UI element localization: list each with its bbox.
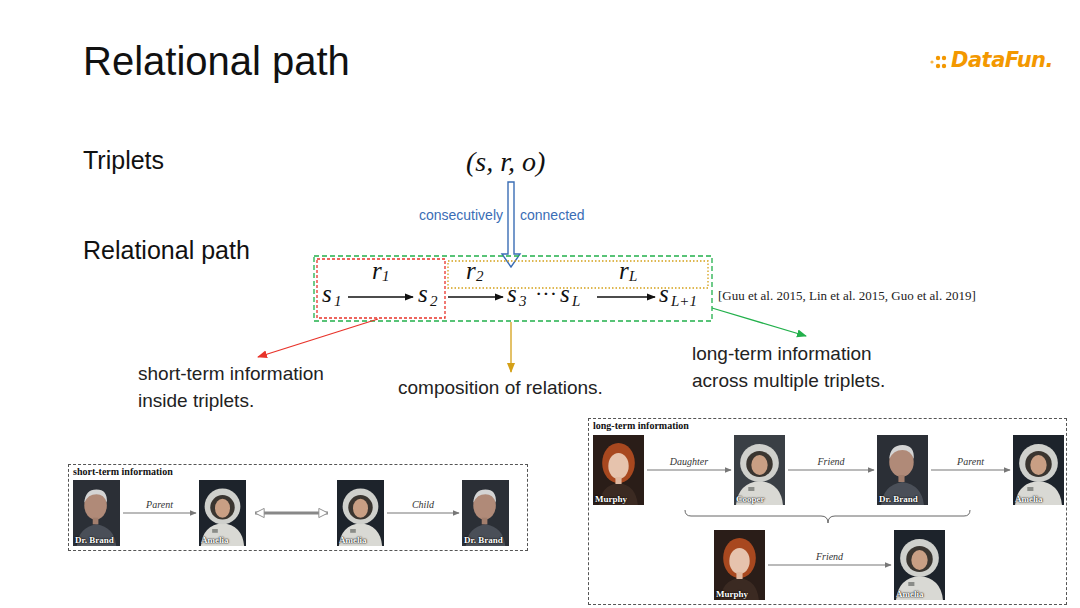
math-symbol: s	[507, 280, 517, 309]
math-symbol: s	[322, 280, 332, 309]
math-subscript: L	[629, 268, 637, 285]
math-subscript: 2	[476, 268, 484, 285]
math-ellipsis: ···	[535, 281, 557, 306]
leader-line	[712, 308, 806, 336]
person-name: Dr. Brand	[879, 494, 918, 504]
arrow-label: consecutively	[419, 207, 503, 223]
person-name: Dr. Brand	[75, 535, 114, 545]
chain-arrow	[348, 296, 413, 297]
math-symbol: r	[372, 257, 382, 286]
math-symbol: s	[659, 280, 669, 309]
math-subscript: 1	[334, 293, 342, 310]
math-subscript: L+1	[671, 293, 697, 310]
math-subscript: 2	[430, 293, 438, 310]
relation-label: Child	[411, 499, 435, 510]
person-photo: Amelia	[894, 530, 945, 600]
relation-arrow	[387, 512, 459, 513]
relation-label: Parent	[145, 499, 174, 510]
hollow-arrow	[502, 182, 520, 267]
math-symbol: s	[418, 280, 428, 309]
row-heading: Triplets	[83, 146, 164, 175]
math-subscript: L	[572, 293, 580, 310]
math-subscript: 3	[519, 293, 527, 310]
person-name: Dr. Brand	[464, 535, 503, 545]
person-name: Amelia	[339, 535, 367, 545]
person-photo: Dr. Brand	[462, 480, 509, 546]
relation-label: Parent	[956, 456, 985, 467]
row-heading: Relational path	[83, 236, 250, 265]
person-photo: Dr. Brand	[877, 435, 928, 505]
group-heading: long-term information	[593, 420, 689, 431]
annotation: composition of relations.	[398, 375, 603, 402]
chain-arrow	[597, 296, 655, 297]
math-subscript: 1	[382, 268, 390, 285]
logo-icon	[930, 56, 946, 68]
person-name: Amelia	[1015, 494, 1043, 504]
green-dashed-box	[314, 256, 712, 321]
relation-arrow	[768, 564, 891, 565]
orange-dotted-box	[448, 261, 708, 288]
relation-arrow	[647, 469, 731, 470]
group-heading: short-term information	[73, 466, 173, 477]
equivalence-arrow	[255, 512, 328, 515]
person-name: Cooper	[736, 494, 765, 504]
math-formula: (s, r, o)	[466, 146, 545, 178]
person-name: Murphy	[716, 589, 748, 599]
relation-arrow	[931, 469, 1010, 470]
math-symbol: r	[619, 257, 629, 286]
relation-label: Friend	[815, 551, 844, 562]
relation-label: Daughter	[669, 456, 709, 467]
person-photo: Amelia	[1013, 435, 1064, 505]
leader-line	[258, 319, 378, 357]
person-photo: Murphy	[593, 435, 644, 505]
relation-label: Friend	[816, 456, 845, 467]
relation-arrow	[788, 469, 874, 470]
slide-title: Relational path	[83, 38, 350, 84]
relation-arrow	[123, 512, 196, 513]
arrow-label: connected	[520, 207, 585, 223]
leader-line	[510, 322, 511, 372]
math-symbol: s	[560, 280, 570, 309]
person-photo: Cooper	[734, 435, 785, 505]
brace	[685, 510, 970, 523]
group-box: long-term informationMurphy Cooper Dr. Bra…	[588, 418, 1067, 605]
group-box: short-term informationDr. Brand Amelia Ame…	[68, 464, 528, 551]
person-photo: Murphy	[714, 530, 765, 600]
chain-arrow	[448, 296, 503, 297]
logo-text: DataFun.	[951, 48, 1053, 72]
person-name: Amelia	[201, 535, 229, 545]
person-photo: Amelia	[199, 480, 246, 546]
person-photo: Amelia	[337, 480, 384, 546]
math-symbol: r	[466, 257, 476, 286]
annotation: long-term information across multiple tr…	[692, 341, 927, 394]
citation: [Guu et al. 2015, Lin et al. 2015, Guo e…	[718, 289, 976, 304]
annotation: short-term information inside triplets.	[138, 361, 353, 414]
person-name: Amelia	[896, 589, 924, 599]
person-name: Murphy	[595, 494, 627, 504]
person-photo: Dr. Brand	[73, 480, 120, 546]
